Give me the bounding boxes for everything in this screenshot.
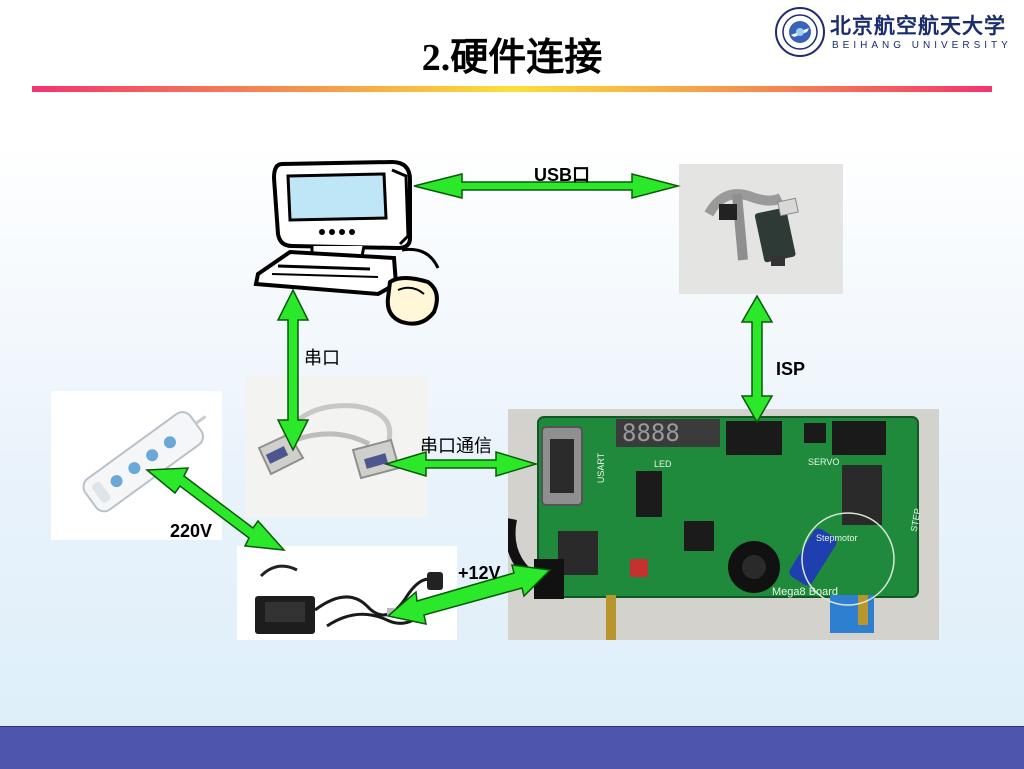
board-name-text: Mega8 Board — [772, 586, 839, 598]
university-seal-icon — [775, 7, 825, 57]
12v-arrow — [386, 564, 552, 625]
serial-arrow — [276, 288, 310, 452]
computer-icon — [253, 159, 440, 326]
usb-label: USB口 — [534, 165, 591, 185]
footer-bar — [0, 726, 1024, 769]
usb-arrow — [413, 173, 681, 199]
usb-isp-cable-photo — [679, 164, 843, 294]
serial-comm-arrow — [383, 450, 539, 478]
title-divider — [32, 86, 992, 92]
isp-label: ISP — [776, 359, 806, 379]
page-title: 2.硬件连接 — [421, 37, 603, 79]
220v-label: 220V — [170, 521, 213, 541]
svg-text:8888: 8888 — [622, 419, 680, 447]
board-led-text: LED — [654, 459, 672, 469]
serial-cable-photo — [245, 376, 428, 517]
serial-label: 串口 — [304, 348, 340, 368]
isp-arrow — [740, 294, 774, 424]
serial-comm-label: 串口通信 — [420, 436, 492, 456]
university-logo: 北京航空航天大学 BEIHANG UNIVERSITY — [774, 4, 1014, 60]
12v-label: +12V — [458, 563, 501, 583]
power-strip-photo — [51, 391, 222, 540]
logo-name-cn: 北京航空航天大学 — [830, 13, 1006, 38]
board-stepmotor-text: Stepmotor — [816, 533, 858, 543]
mega8-board-photo: 8888 Mega8 Board SERVO STEP LED USART St… — [508, 409, 939, 640]
board-servo-text: SERVO — [808, 457, 840, 467]
220v-arrow — [145, 467, 286, 551]
power-adapter-photo — [237, 546, 457, 640]
logo-name-en: BEIHANG UNIVERSITY — [832, 40, 1012, 51]
